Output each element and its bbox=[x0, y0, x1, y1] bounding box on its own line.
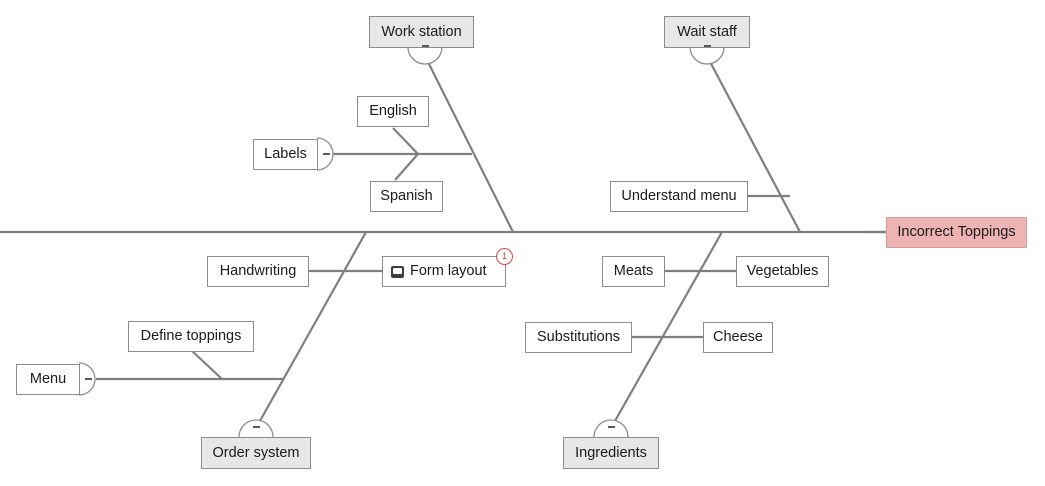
cause-english-label: English bbox=[369, 103, 417, 120]
stub-define-toppings bbox=[190, 349, 223, 380]
cause-form-layout-label: Form layout bbox=[410, 263, 487, 280]
cause-substitutions-label: Substitutions bbox=[536, 329, 621, 346]
cause-define-toppings[interactable]: Define toppings bbox=[128, 321, 254, 352]
cause-vegetables-label: Vegetables bbox=[746, 263, 819, 280]
rib-work-station bbox=[424, 55, 514, 233]
effect-label: Incorrect Toppings bbox=[897, 224, 1016, 241]
category-work-station-label: Work station bbox=[381, 23, 462, 40]
collapse-toggle-wait-staff[interactable] bbox=[700, 40, 714, 52]
cause-substitutions[interactable]: Substitutions bbox=[525, 322, 632, 353]
collapse-arc-work-station[interactable] bbox=[407, 46, 443, 65]
cause-spanish-label: Spanish bbox=[380, 188, 433, 205]
cause-meats[interactable]: Meats bbox=[602, 256, 665, 287]
note-icon bbox=[391, 265, 404, 278]
category-wait-staff[interactable]: Wait staff bbox=[664, 16, 750, 48]
comment-count-badge[interactable]: 1 bbox=[496, 248, 513, 265]
collapse-toggle-menu[interactable] bbox=[81, 373, 95, 385]
cause-cheese[interactable]: Cheese bbox=[703, 322, 773, 353]
collapse-toggle-labels[interactable] bbox=[319, 148, 333, 160]
collapse-toggle-ingredients[interactable] bbox=[604, 421, 618, 433]
comment-count-badge-value: 1 bbox=[501, 250, 508, 262]
rib-wait-staff bbox=[706, 55, 801, 233]
cause-understand-menu[interactable]: Understand menu bbox=[610, 181, 748, 212]
stub-english bbox=[392, 127, 419, 155]
effect-node[interactable]: Incorrect Toppings bbox=[886, 217, 1027, 248]
collapse-toggle-work-station[interactable] bbox=[418, 40, 432, 52]
cause-english[interactable]: English bbox=[357, 96, 429, 127]
cause-menu-label: Menu bbox=[29, 371, 67, 388]
collapse-arc-ingredients[interactable] bbox=[593, 419, 629, 438]
collapse-arc-wait-staff[interactable] bbox=[689, 46, 725, 65]
cause-define-toppings-label: Define toppings bbox=[140, 328, 242, 345]
cause-understand-menu-label: Understand menu bbox=[621, 188, 737, 205]
category-order-system-label: Order system bbox=[212, 444, 300, 461]
cause-handwriting-label: Handwriting bbox=[219, 263, 297, 280]
cause-spanish[interactable]: Spanish bbox=[370, 181, 443, 212]
cause-handwriting[interactable]: Handwriting bbox=[207, 256, 309, 287]
collapse-arc-order-system[interactable] bbox=[238, 419, 274, 438]
cause-menu[interactable]: Menu bbox=[16, 364, 80, 395]
category-work-station[interactable]: Work station bbox=[369, 16, 474, 48]
category-wait-staff-label: Wait staff bbox=[677, 23, 737, 40]
stub-spanish bbox=[394, 153, 419, 181]
cause-vegetables[interactable]: Vegetables bbox=[736, 256, 829, 287]
cause-cheese-label: Cheese bbox=[713, 329, 763, 346]
rib-ingredients bbox=[610, 231, 723, 429]
category-order-system[interactable]: Order system bbox=[201, 437, 311, 469]
cause-labels-label: Labels bbox=[264, 146, 307, 163]
cause-meats-label: Meats bbox=[613, 263, 654, 280]
collapse-toggle-order-system[interactable] bbox=[249, 421, 263, 433]
cause-form-layout[interactable]: Form layout bbox=[382, 256, 506, 287]
cause-labels[interactable]: Labels bbox=[253, 139, 318, 170]
category-ingredients[interactable]: Ingredients bbox=[563, 437, 659, 469]
rib-order-system bbox=[255, 231, 367, 429]
category-ingredients-label: Ingredients bbox=[575, 444, 647, 461]
